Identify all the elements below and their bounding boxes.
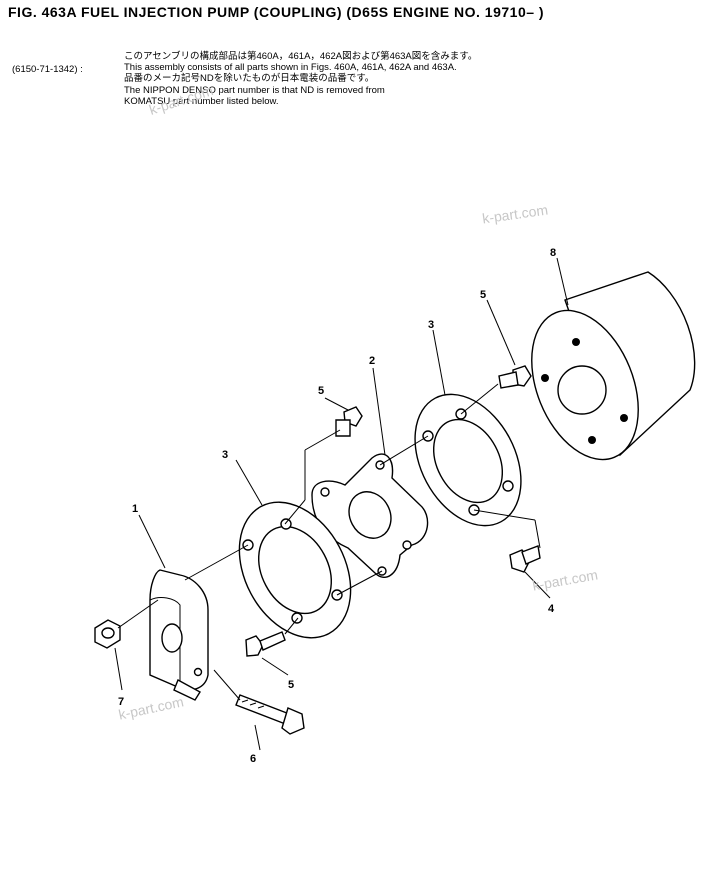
part-2-coupling-plate — [311, 453, 429, 578]
callout-1: 1 — [132, 503, 138, 515]
callout-8: 8 — [550, 247, 556, 259]
callout-7: 7 — [118, 696, 124, 708]
part-8-coupling-drum — [531, 271, 696, 461]
note-line-en-1: This assembly consists of all parts show… — [124, 62, 457, 74]
callout-6: 6 — [250, 753, 256, 765]
part-7-nut — [94, 619, 121, 649]
figure-title: FIG. 463A FUEL INJECTION PUMP (COUPLING)… — [8, 4, 545, 20]
assembly-part-number: (6150-71-1342) : — [12, 64, 83, 75]
leader-lines — [114, 257, 569, 751]
part-3-flange-ring-left — [238, 501, 352, 639]
part-5-bolt-lower — [245, 631, 286, 657]
assembly-notes: このアセンブリの構成部品は第460A，461A，462A図および第463A図を含… — [124, 51, 477, 107]
assembly-lines — [117, 383, 541, 701]
part-3-flange-ring-right — [414, 393, 522, 527]
part-5-bolt-upper — [498, 365, 532, 389]
callout-5-upper: 5 — [480, 289, 486, 301]
note-line-en-2: The NIPPON DENSO part number is that ND … — [124, 84, 385, 96]
callout-5-middle: 5 — [318, 385, 324, 397]
note-line-en-3: KOMATSU part number listed below. — [124, 95, 279, 107]
note-line-jp-1: このアセンブリの構成部品は第460A，461A，462A図および第463A図を含… — [124, 51, 478, 62]
part-4-bolt — [509, 545, 541, 573]
callout-3-right: 3 — [428, 319, 434, 331]
part-6-long-bolt — [235, 694, 305, 735]
callout-3-left: 3 — [222, 449, 228, 461]
part-1-clamp-bracket — [149, 569, 209, 701]
callout-numbers: 1 2 3 3 4 5 5 5 6 7 8 — [118, 247, 556, 765]
callout-2: 2 — [369, 355, 375, 367]
part-5-bolt-middle — [335, 406, 363, 437]
callout-5-lower: 5 — [288, 679, 294, 691]
callout-4: 4 — [548, 603, 555, 615]
note-line-jp-2: 品番のメーカ記号NDを除いたものが日本電装の品番です。 — [124, 73, 375, 85]
